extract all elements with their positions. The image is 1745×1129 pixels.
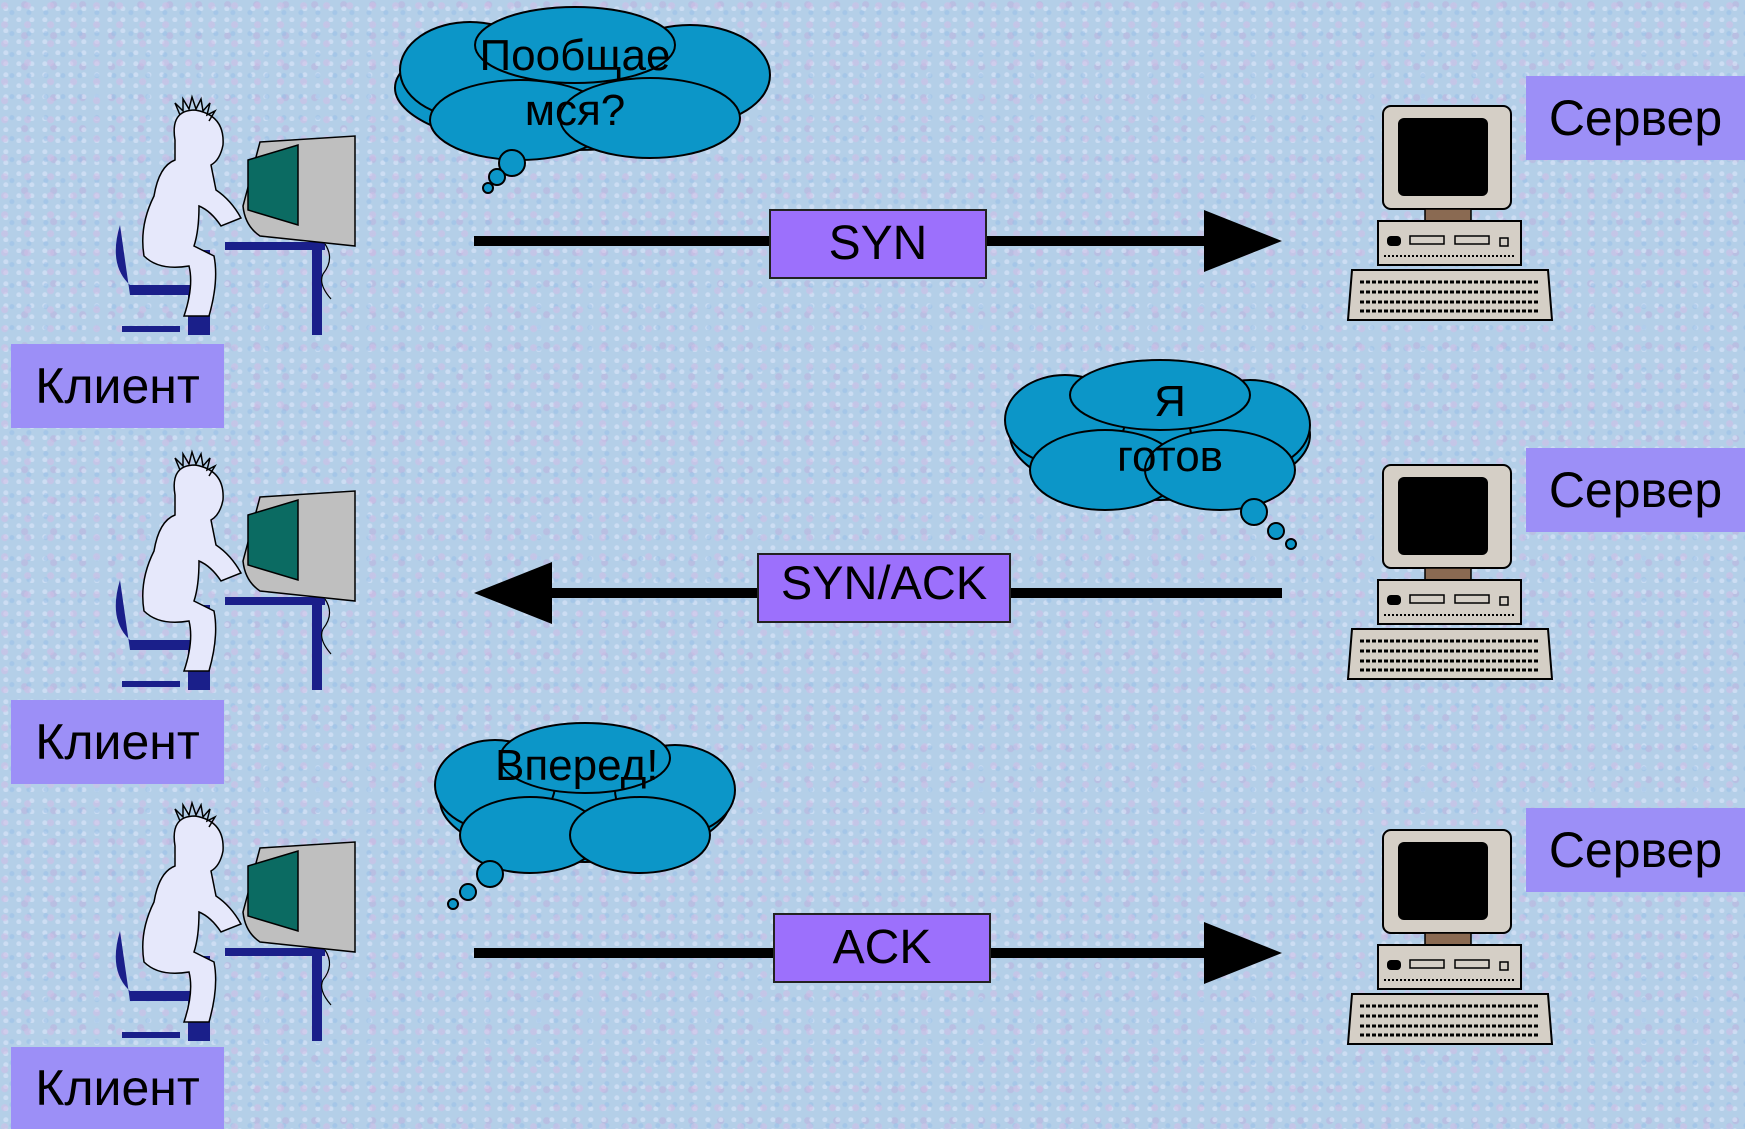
thought-text-3: Вперед! <box>495 741 659 790</box>
message-box-ack: ACK <box>773 913 991 983</box>
server-computer-icon <box>1346 105 1554 321</box>
thought-cloud-3 <box>434 722 736 910</box>
client-person-icon <box>115 451 356 691</box>
server-label: Сервер <box>1526 808 1745 892</box>
thought-text-1: Пообщае мся? <box>479 31 671 135</box>
server-computer-icon <box>1346 828 1554 1046</box>
thought-text-2: Я готов <box>1116 377 1224 481</box>
client-person-icon <box>115 802 356 1042</box>
message-box-syn: SYN <box>769 209 987 279</box>
message-box-syn-ack: SYN/ACK <box>757 553 1011 623</box>
server-computer-icon <box>1346 463 1554 681</box>
client-label: Клиент <box>11 1047 224 1129</box>
client-label: Клиент <box>11 344 224 428</box>
thought-cloud-2 <box>1004 359 1311 550</box>
thought-cloud-1 <box>394 6 771 194</box>
server-label: Сервер <box>1526 76 1745 160</box>
client-label: Клиент <box>11 700 224 784</box>
server-label: Сервер <box>1526 448 1745 532</box>
client-person-icon <box>115 94 356 335</box>
